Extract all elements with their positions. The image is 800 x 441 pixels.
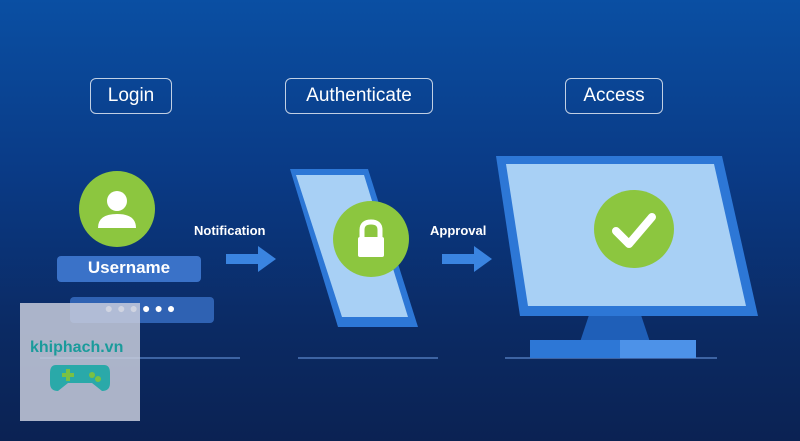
floor-line-authenticate [298, 357, 438, 359]
username-field: Username [57, 256, 201, 282]
user-avatar-icon [79, 171, 155, 247]
stage-label-access: Access [565, 78, 663, 114]
stage-label-authenticate: Authenticate [285, 78, 433, 114]
watermark-logo: khiphach.vn [20, 303, 140, 421]
arrow-right-icon [226, 246, 276, 272]
lock-icon [333, 201, 409, 277]
stage-label-login: Login [90, 78, 172, 114]
arrow-right-icon [442, 246, 492, 272]
checkmark-icon [594, 190, 674, 268]
watermark-text: khiphach.vn [30, 339, 124, 356]
gamepad-icon [50, 365, 110, 391]
approval-label: Approval [430, 223, 487, 238]
floor-line-login [40, 357, 240, 359]
notification-label: Notification [194, 223, 266, 238]
username-label: Username [87, 258, 171, 277]
